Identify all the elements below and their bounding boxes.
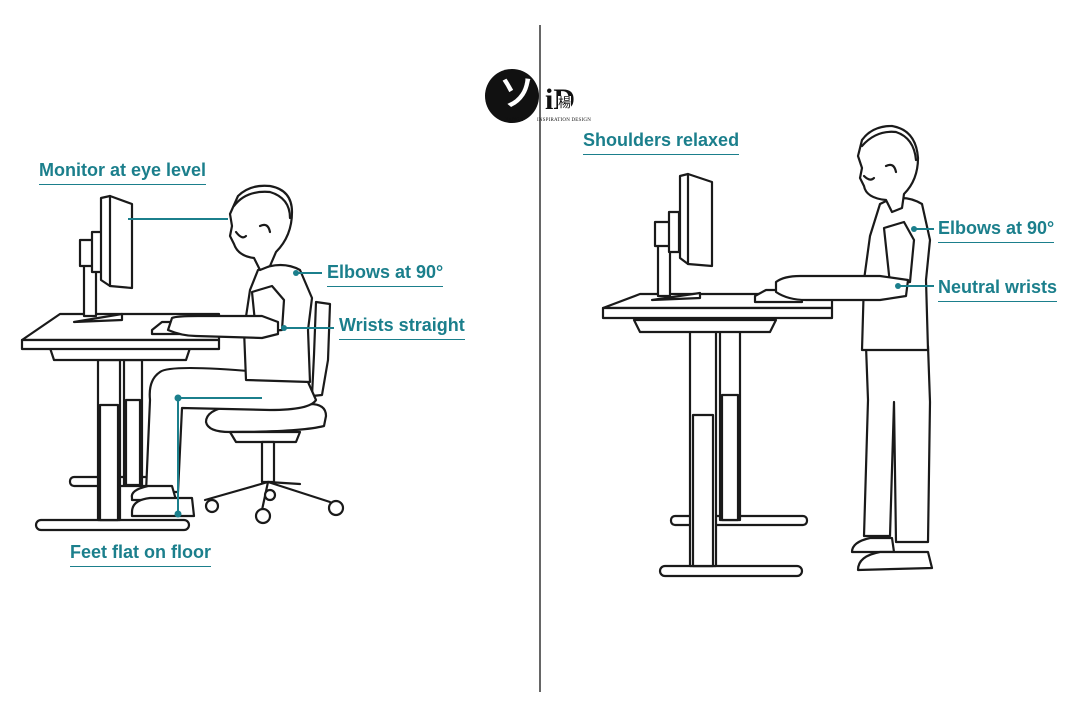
logo-line-right: INSPIRATION DESIGN xyxy=(537,118,592,123)
label-shoulders-relaxed: Shoulders relaxed xyxy=(583,129,740,155)
sitting-leaders xyxy=(128,218,334,518)
sitting-desk xyxy=(20,312,221,532)
label-wrists-straight: Wrists straight xyxy=(339,314,465,340)
logo-line-left: YANG'S xyxy=(505,118,524,123)
sitting-monitor xyxy=(72,194,134,324)
label-monitor-eye-level: Monitor at eye level xyxy=(39,159,207,185)
standing-monitor xyxy=(650,172,714,302)
label-neutral-wrists: Neutral wrists xyxy=(938,276,1058,302)
logo-badge-icon xyxy=(485,69,539,123)
logo-mark: ソ xyxy=(498,73,535,114)
label-standing-elbows: Elbows at 90° xyxy=(938,217,1055,243)
label-feet-flat: Feet flat on floor xyxy=(70,541,211,567)
label-sitting-elbows: Elbows at 90° xyxy=(327,261,444,287)
logo-hanzi: 楊 xyxy=(558,95,572,110)
standing-desk xyxy=(601,292,834,578)
standing-leaders xyxy=(895,226,934,289)
standing-person xyxy=(774,124,934,572)
